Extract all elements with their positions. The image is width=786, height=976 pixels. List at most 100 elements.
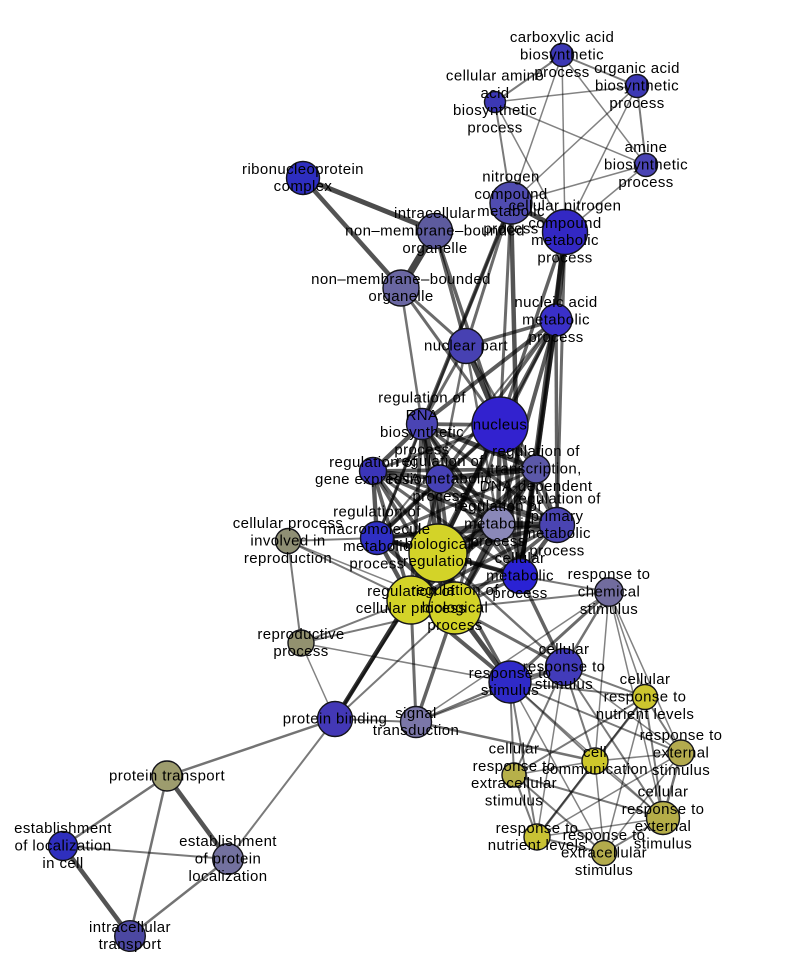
svg-text:of localization: of localization xyxy=(15,838,112,855)
svg-text:regulation of: regulation of xyxy=(378,389,466,406)
svg-text:regulation of: regulation of xyxy=(492,443,580,460)
svg-text:stimulus: stimulus xyxy=(575,862,633,879)
svg-text:response to: response to xyxy=(523,659,606,676)
svg-text:nutrient levels: nutrient levels xyxy=(596,706,695,723)
svg-text:regulation of: regulation of xyxy=(367,583,455,600)
svg-text:process: process xyxy=(394,442,449,459)
svg-text:intracellular: intracellular xyxy=(394,205,476,222)
svg-text:chemical: chemical xyxy=(578,584,640,601)
svg-text:process: process xyxy=(483,221,538,238)
svg-text:metabolic: metabolic xyxy=(343,538,411,555)
svg-text:gene expression: gene expression xyxy=(315,471,431,488)
svg-text:RNA metabolic: RNA metabolic xyxy=(388,471,493,488)
svg-text:process: process xyxy=(467,120,522,137)
svg-text:nuclear part: nuclear part xyxy=(424,338,508,355)
svg-text:regulation of: regulation of xyxy=(411,582,499,599)
svg-text:macromolecule: macromolecule xyxy=(324,521,431,538)
svg-text:external: external xyxy=(635,818,692,835)
svg-text:establishment: establishment xyxy=(179,833,277,850)
svg-text:cellular: cellular xyxy=(539,641,590,658)
svg-text:process: process xyxy=(618,174,673,191)
svg-text:organelle: organelle xyxy=(368,288,433,305)
svg-text:biological: biological xyxy=(422,600,489,617)
svg-text:process: process xyxy=(273,643,328,660)
svg-text:complex: complex xyxy=(274,178,333,195)
svg-text:nucleic acid: nucleic acid xyxy=(514,294,597,311)
svg-text:regulation of: regulation of xyxy=(329,454,417,471)
svg-text:carboxylic acid: carboxylic acid xyxy=(510,29,614,46)
svg-text:intracellular: intracellular xyxy=(89,919,171,936)
svg-text:involved in: involved in xyxy=(250,533,325,550)
svg-text:cellular nitrogen: cellular nitrogen xyxy=(509,197,622,214)
svg-text:ribonucleoprotein: ribonucleoprotein xyxy=(242,161,364,178)
svg-text:metabolic: metabolic xyxy=(477,203,545,220)
svg-text:cell: cell xyxy=(583,744,607,761)
svg-text:cellular amino: cellular amino xyxy=(446,67,544,84)
svg-text:stimulus: stimulus xyxy=(634,836,692,853)
svg-text:biosynthetic: biosynthetic xyxy=(595,78,679,95)
svg-text:metabolic: metabolic xyxy=(464,516,532,533)
svg-text:of protein: of protein xyxy=(195,851,262,868)
svg-text:process: process xyxy=(427,617,482,634)
svg-text:process: process xyxy=(609,95,664,112)
svg-text:process: process xyxy=(492,585,547,602)
svg-text:transcription,: transcription, xyxy=(490,461,581,478)
svg-text:metabolic: metabolic xyxy=(522,312,590,329)
svg-text:extracellular: extracellular xyxy=(471,775,557,792)
svg-text:compound: compound xyxy=(474,186,547,203)
svg-text:stimulus: stimulus xyxy=(580,601,638,618)
svg-text:communication: communication xyxy=(542,761,648,778)
svg-text:in cell: in cell xyxy=(42,855,83,872)
svg-text:response to: response to xyxy=(469,665,552,682)
svg-text:reproduction: reproduction xyxy=(244,550,332,567)
svg-text:process: process xyxy=(534,64,589,81)
svg-text:nucleus: nucleus xyxy=(473,417,528,434)
svg-text:response to: response to xyxy=(640,727,723,744)
svg-text:cellular: cellular xyxy=(489,740,540,757)
svg-text:response to: response to xyxy=(568,566,651,583)
svg-text:transport: transport xyxy=(99,936,162,953)
svg-text:stimulus: stimulus xyxy=(485,793,543,810)
svg-text:process: process xyxy=(412,488,467,505)
svg-text:metabolic: metabolic xyxy=(523,525,591,542)
svg-text:stimulus: stimulus xyxy=(652,762,710,779)
svg-text:stimulus: stimulus xyxy=(535,676,593,693)
svg-text:protein transport: protein transport xyxy=(109,768,225,785)
svg-text:biosynthetic: biosynthetic xyxy=(453,102,537,119)
svg-text:regulation of: regulation of xyxy=(454,498,542,515)
svg-text:compound: compound xyxy=(528,215,601,232)
svg-text:response to: response to xyxy=(473,758,556,775)
svg-text:biosynthetic: biosynthetic xyxy=(604,157,688,174)
svg-text:transduction: transduction xyxy=(373,722,460,739)
svg-text:reproductive: reproductive xyxy=(257,626,344,643)
svg-text:cellular: cellular xyxy=(620,671,671,688)
svg-text:regulation of: regulation of xyxy=(333,503,421,520)
svg-text:cellular: cellular xyxy=(638,783,689,800)
svg-text:external: external xyxy=(653,745,710,762)
svg-text:localization: localization xyxy=(188,868,267,885)
svg-text:signal: signal xyxy=(395,705,437,722)
svg-text:biosynthetic: biosynthetic xyxy=(520,47,604,64)
svg-text:metabolic: metabolic xyxy=(531,232,599,249)
svg-text:organelle: organelle xyxy=(402,240,467,257)
svg-text:process: process xyxy=(537,250,592,267)
svg-text:amine: amine xyxy=(625,139,668,156)
svg-text:process: process xyxy=(528,329,583,346)
svg-text:response to: response to xyxy=(496,820,579,837)
svg-text:biosynthetic: biosynthetic xyxy=(380,424,464,441)
svg-text:acid: acid xyxy=(480,85,509,102)
svg-text:non–membrane–bounded: non–membrane–bounded xyxy=(311,271,491,288)
svg-text:regulation: regulation xyxy=(403,553,473,570)
svg-text:nitrogen: nitrogen xyxy=(482,168,539,185)
svg-text:non–membrane–bounded: non–membrane–bounded xyxy=(345,223,525,240)
svg-text:establishment: establishment xyxy=(14,820,112,837)
svg-text:metabolic: metabolic xyxy=(486,568,554,585)
svg-text:process: process xyxy=(349,556,404,573)
svg-text:process: process xyxy=(529,543,584,560)
svg-text:response to: response to xyxy=(622,801,705,818)
svg-text:extracellular: extracellular xyxy=(561,845,647,862)
svg-text:primary: primary xyxy=(531,508,584,525)
svg-text:process: process xyxy=(470,533,525,550)
svg-text:cellular process: cellular process xyxy=(233,515,344,532)
svg-text:cellular: cellular xyxy=(495,550,546,567)
